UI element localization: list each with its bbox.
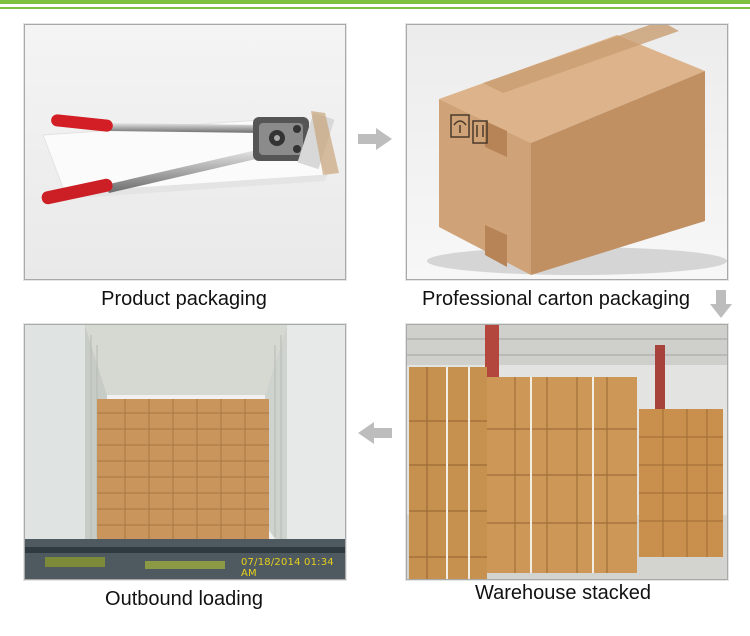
top-accent-bar (0, 0, 750, 10)
carton-box-photo (406, 24, 728, 280)
product-packaging-photo (24, 24, 346, 280)
caption-carton-packaging: Professional carton packaging (422, 288, 690, 310)
arrow-down-icon (710, 290, 732, 318)
warehouse-stacked-photo (406, 324, 728, 580)
outbound-loading-photo: 07/18/2014 01:34 AM (24, 324, 346, 580)
caption-product-packaging: Product packaging (101, 288, 267, 310)
caption-outbound-loading: Outbound loading (105, 588, 263, 610)
arrow-left-icon (358, 422, 392, 444)
photo-timestamp: 07/18/2014 01:34 AM (241, 557, 334, 579)
arrow-right-icon (358, 128, 392, 150)
accent-stripe (0, 0, 750, 4)
caption-warehouse-stacked: Warehouse stacked (474, 582, 651, 604)
accent-stripe-thin (0, 7, 750, 9)
